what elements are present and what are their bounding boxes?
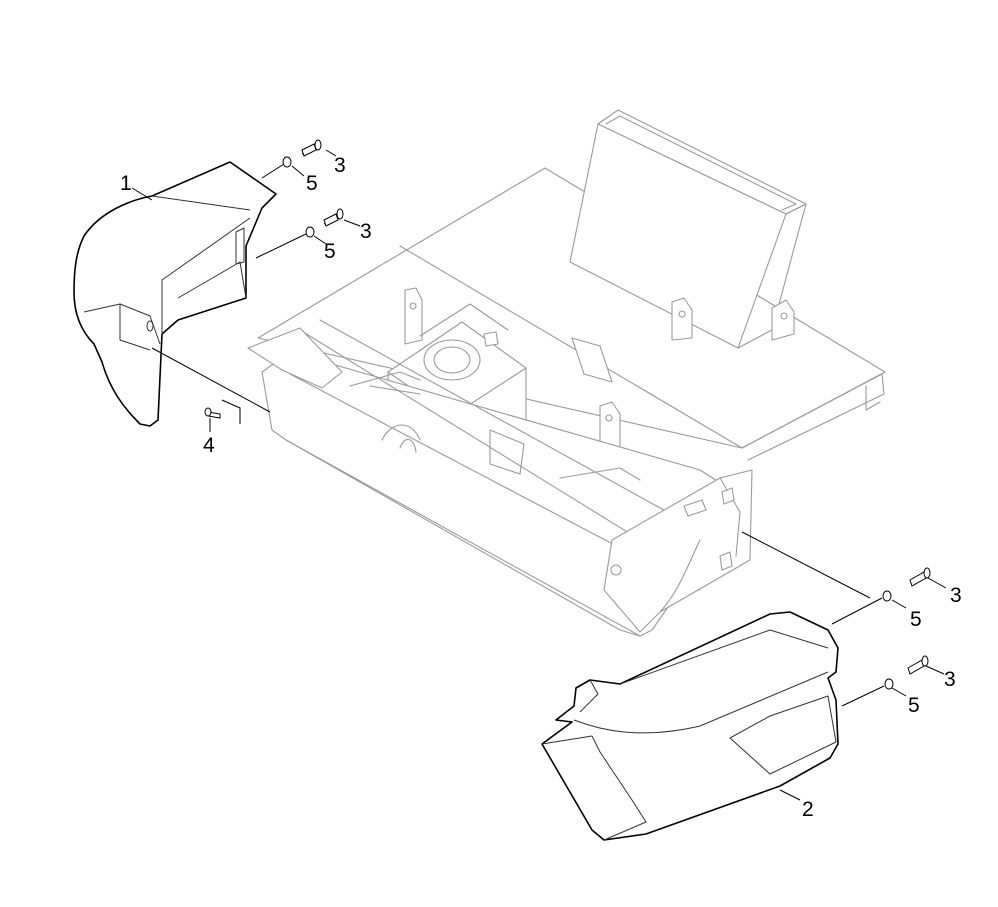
- shaft: [369, 385, 421, 395]
- deck-corner: [865, 385, 881, 411]
- screw-3d-icon: [907, 655, 929, 675]
- screw-3b-icon: [323, 208, 344, 227]
- square-clip: [483, 331, 499, 347]
- callout-5a: 5: [306, 172, 318, 195]
- curved-bracket-a: [381, 424, 421, 441]
- callout-3d: 3: [944, 668, 956, 691]
- left-guard-part-1: [73, 161, 277, 427]
- left-flap: [247, 327, 343, 389]
- deck-top-plate: [257, 167, 886, 449]
- deck-front-lip: [741, 373, 885, 461]
- washer-5d-icon: [884, 678, 894, 690]
- callout-3c: 3: [950, 584, 962, 607]
- callout-3b: 3: [360, 220, 372, 243]
- curved-bracket-b: [399, 438, 417, 453]
- washer-5b-icon: [305, 226, 315, 238]
- right-guard-part-2: [541, 611, 839, 841]
- screw-3c-icon: [909, 567, 931, 587]
- inner-rail: [489, 429, 525, 475]
- deck-fold-line: [399, 245, 743, 449]
- right-side-plate: [603, 469, 753, 633]
- screw-3a-icon: [301, 139, 322, 157]
- callout-5b: 5: [324, 240, 336, 263]
- deck-frame: [247, 109, 886, 637]
- callout-2: 2: [802, 798, 814, 821]
- washer-5c-icon: [882, 590, 892, 602]
- assembly-lines: [151, 163, 885, 707]
- callout-3a: 3: [334, 154, 346, 177]
- bracket-plate: [571, 337, 613, 383]
- callout-4: 4: [203, 434, 215, 457]
- mount-tab-a: [404, 287, 423, 345]
- callout-5c: 5: [910, 608, 922, 631]
- callout-5d: 5: [908, 694, 920, 717]
- callout-1: 1: [120, 172, 132, 195]
- washer-5a-icon: [282, 156, 292, 168]
- mount-tab-c: [771, 299, 795, 341]
- screw-4-icon: [204, 407, 221, 419]
- rear-chute: [569, 109, 807, 349]
- mount-tab-b: [671, 297, 693, 341]
- callout-leaders: [131, 149, 947, 801]
